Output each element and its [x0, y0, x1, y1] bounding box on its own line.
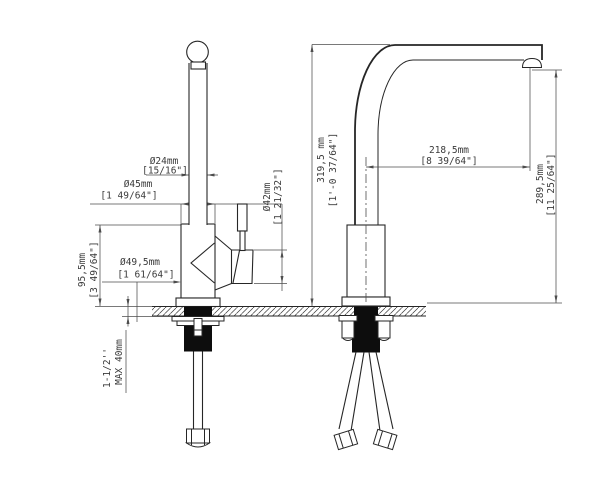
supply-hose [338, 351, 365, 432]
spout-outer-edge [354, 44, 543, 225]
faucet-body-front [180, 223, 216, 299]
hex-fitting [184, 428, 212, 448]
mounting-stud [377, 320, 391, 339]
spout-silhouette [355, 45, 542, 225]
spout-bend-end [186, 40, 209, 64]
dim-label-spout-diameter-metric: Ø24mm [150, 156, 179, 167]
dim-label-body-diameter-imperial: [1 49/64"] [100, 191, 157, 202]
handle-lever [236, 203, 248, 232]
dim-label-base-diameter-metric: Ø49,5mm [120, 257, 160, 268]
dim-label-deck-thickness-line1: 1-1/2'' [102, 348, 113, 388]
handle-neck [239, 230, 246, 252]
body-spout-joint-line [190, 242, 215, 284]
dimension-labels: Ø24mm [15/16"] Ø45mm [1 49/64"] Ø42mm [1… [77, 133, 557, 388]
hose-hex-fitting [333, 428, 359, 451]
dim-label-handle-diameter-imperial: [1 21/32"] [273, 168, 284, 225]
dim-label-body-diameter-metric: Ø45mm [124, 179, 153, 190]
supply-hose [368, 351, 394, 432]
mounting-stud [341, 320, 355, 339]
spout-tube-front [188, 63, 208, 225]
dimension-annotations [90, 44, 562, 393]
dim-label-deck-thickness-line2: MAX 40mm [114, 339, 125, 385]
dim-label-spout-diameter-imperial: [15/16"] [142, 166, 188, 177]
supply-pipe [192, 351, 204, 429]
spout-inner-edge [377, 59, 524, 225]
mounting-hardware-front [171, 306, 225, 448]
dim-label-body-height-imperial: [3 49/64"] [89, 241, 100, 298]
mounting-shank-side [354, 306, 378, 317]
mounting-block-side [352, 316, 380, 353]
faucet-front-view [175, 40, 254, 308]
mounting-stud-flange [338, 315, 358, 322]
mounting-hardware-side [333, 306, 398, 451]
dim-label-spout-reach-metric: 218,5mm [429, 145, 469, 156]
dim-label-outlet-height-imperial: [11 25/64"] [546, 154, 557, 217]
dim-label-outlet-height-metric: 289,5mm [535, 164, 546, 204]
dim-label-overall-height-imperial: [1'-0 37/64"] [328, 133, 339, 207]
mounting-stud-flange [374, 315, 394, 322]
hose-hex-fitting [372, 428, 398, 451]
mounting-stud-slot [193, 318, 203, 337]
dim-label-handle-diameter-metric: Ø42mm [262, 182, 273, 211]
dim-label-overall-height-metric: 319,5 mm [316, 137, 327, 183]
faucet-side-view [341, 44, 543, 307]
aerator [521, 57, 543, 68]
dimension-annotations-overlay [102, 157, 530, 304]
dim-label-base-diameter-imperial: [1 61/64"] [117, 270, 174, 281]
handle-hub [230, 249, 254, 285]
dim-label-spout-reach-imperial: [8 39/64"] [420, 156, 477, 167]
base-plate-front [175, 297, 221, 308]
dim-label-body-height-metric: 95,5mm [77, 253, 88, 288]
